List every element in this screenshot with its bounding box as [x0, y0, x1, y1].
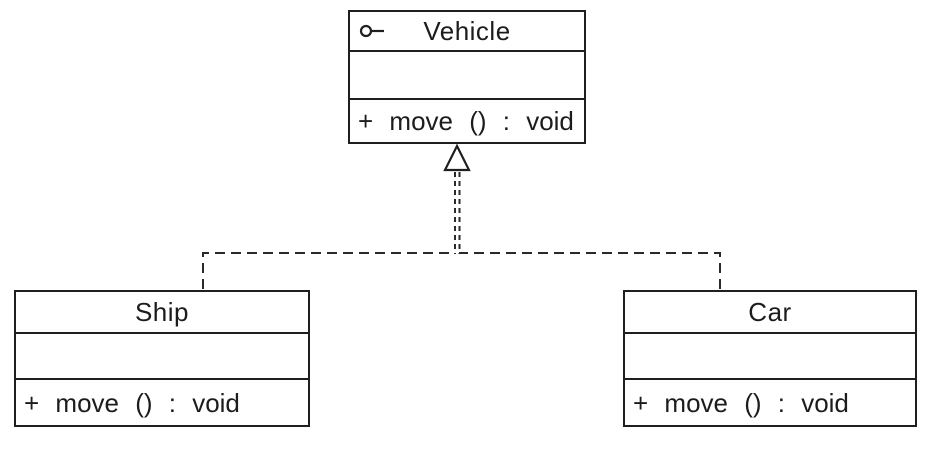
class-name: Vehicle — [423, 16, 511, 46]
class-name: Ship — [134, 297, 190, 327]
class-box-vehicle[interactable]: Vehicle + move () : void — [348, 10, 586, 144]
operations-compartment: + move () : void — [350, 98, 584, 142]
operations-compartment: + move () : void — [16, 378, 308, 425]
realization-edge-car-to-vehicle[interactable] — [459, 252, 721, 289]
operation-entry: + move () : void — [633, 387, 849, 418]
class-name: Car — [748, 297, 792, 327]
class-box-car[interactable]: Car + move () : void — [623, 290, 917, 427]
hollow-triangle-arrowhead[interactable] — [443, 143, 471, 172]
class-box-ship[interactable]: Ship + move () : void — [14, 290, 310, 427]
operations-compartment: + move () : void — [625, 378, 915, 425]
attributes-compartment — [16, 332, 308, 378]
class-name-header: Ship — [16, 292, 308, 332]
interface-lollipop-icon — [359, 24, 384, 38]
class-name-header: Vehicle — [350, 12, 584, 50]
attributes-compartment — [350, 50, 584, 98]
realization-edge-ship-to-vehicle[interactable] — [202, 252, 455, 289]
operation-entry: + move () : void — [24, 387, 240, 418]
class-name-header: Car — [625, 292, 915, 332]
operation-entry: + move () : void — [358, 106, 574, 136]
attributes-compartment — [625, 332, 915, 378]
